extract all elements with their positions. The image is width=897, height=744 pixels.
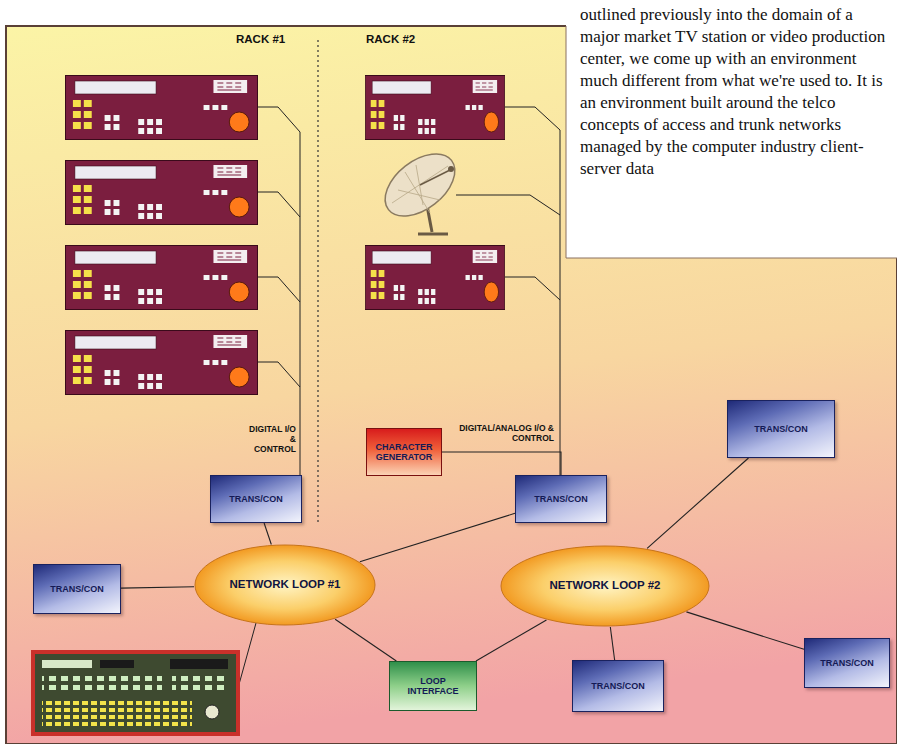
- article-cutout: [566, 0, 897, 258]
- connector-line: [442, 452, 561, 475]
- node-text: CHARACTER GENERATOR: [373, 442, 435, 463]
- connector-line: [264, 523, 271, 544]
- network-loop-ellipse: NETWORK LOOP #1: [194, 544, 376, 626]
- rack-label: RACK #1: [236, 33, 285, 45]
- character-generator-box: CHARACTER GENERATOR: [366, 428, 442, 476]
- transcon-box: TRANS/CON: [572, 660, 664, 712]
- node-text: TRANS/CON: [50, 584, 104, 594]
- node-text: TRANS/CON: [534, 494, 588, 504]
- control-wires: [238, 623, 256, 688]
- edit-console: [100, 660, 134, 668]
- control-wires: [258, 277, 300, 302]
- connector-line: [335, 619, 396, 661]
- control-wires: [560, 130, 561, 475]
- ellipse-shape: [195, 545, 375, 625]
- edit-console: [33, 652, 238, 734]
- transcon-box: TRANS/CON: [727, 400, 835, 458]
- connector-line: [610, 627, 614, 660]
- edit-console: [205, 705, 219, 719]
- edit-console: [170, 659, 228, 669]
- rack-2-units: [365, 246, 504, 310]
- loop-interface-box: LOOP INTERFACE: [389, 661, 477, 711]
- connector-line: [121, 587, 194, 588]
- node-text: TRANS/CON: [229, 494, 283, 504]
- control-wires: [505, 277, 560, 300]
- edit-console: [172, 676, 228, 692]
- rack-1-units: [65, 76, 257, 395]
- satellite-dish: [374, 141, 467, 228]
- rack-1-units: [65, 161, 257, 225]
- article-text: outlined previously into the domain of a…: [580, 4, 888, 180]
- node-text: NETWORK LOOP #2: [550, 579, 661, 592]
- control-wires: [505, 107, 560, 130]
- transcon-box: TRANS/CON: [210, 475, 302, 523]
- edit-console: [42, 698, 192, 726]
- signal-label: DIGITAL/ANALOG I/O & CONTROL: [448, 423, 554, 443]
- signal-label: DIGITAL I/O & CONTROL: [248, 424, 296, 454]
- satellite-dish: [418, 233, 448, 236]
- control-wires: [456, 195, 560, 215]
- ellipse-shape: [501, 546, 709, 626]
- satellite-dish: [448, 166, 454, 172]
- node-text: TRANS/CON: [754, 424, 808, 434]
- transcon-box: TRANS/CON: [515, 475, 607, 523]
- edit-console: [33, 652, 238, 734]
- satellite-dish: [374, 141, 467, 234]
- node-text: LOOP INTERFACE: [396, 676, 470, 697]
- connector-line: [686, 612, 804, 649]
- node-text: NETWORK LOOP #1: [230, 578, 341, 591]
- satellite-dish: [420, 170, 450, 185]
- rack-label: RACK #2: [366, 33, 415, 45]
- connector-line: [647, 458, 748, 548]
- rack-divider: [317, 40, 318, 525]
- rack-2-units: [365, 76, 504, 310]
- connector-line: [476, 620, 546, 661]
- node-text: TRANS/CON: [591, 681, 645, 691]
- rack-2-units: [365, 76, 504, 140]
- node-text: TRANS/CON: [820, 658, 874, 668]
- connector-line: [360, 513, 515, 561]
- control-wires: [258, 192, 300, 217]
- satellite-dish: [392, 165, 448, 213]
- rack-1-units: [65, 76, 257, 140]
- control-wires: [258, 107, 300, 132]
- edit-console: [42, 674, 162, 692]
- transcon-box: TRANS/CON: [804, 638, 890, 688]
- edit-console: [42, 660, 92, 668]
- control-wires: [258, 362, 300, 387]
- rack-1-units: [65, 331, 257, 395]
- control-wires: [300, 132, 301, 475]
- rack-1-units: [65, 246, 257, 310]
- transcon-box: TRANS/CON: [33, 564, 121, 614]
- network-loop-ellipse: NETWORK LOOP #2: [500, 545, 710, 627]
